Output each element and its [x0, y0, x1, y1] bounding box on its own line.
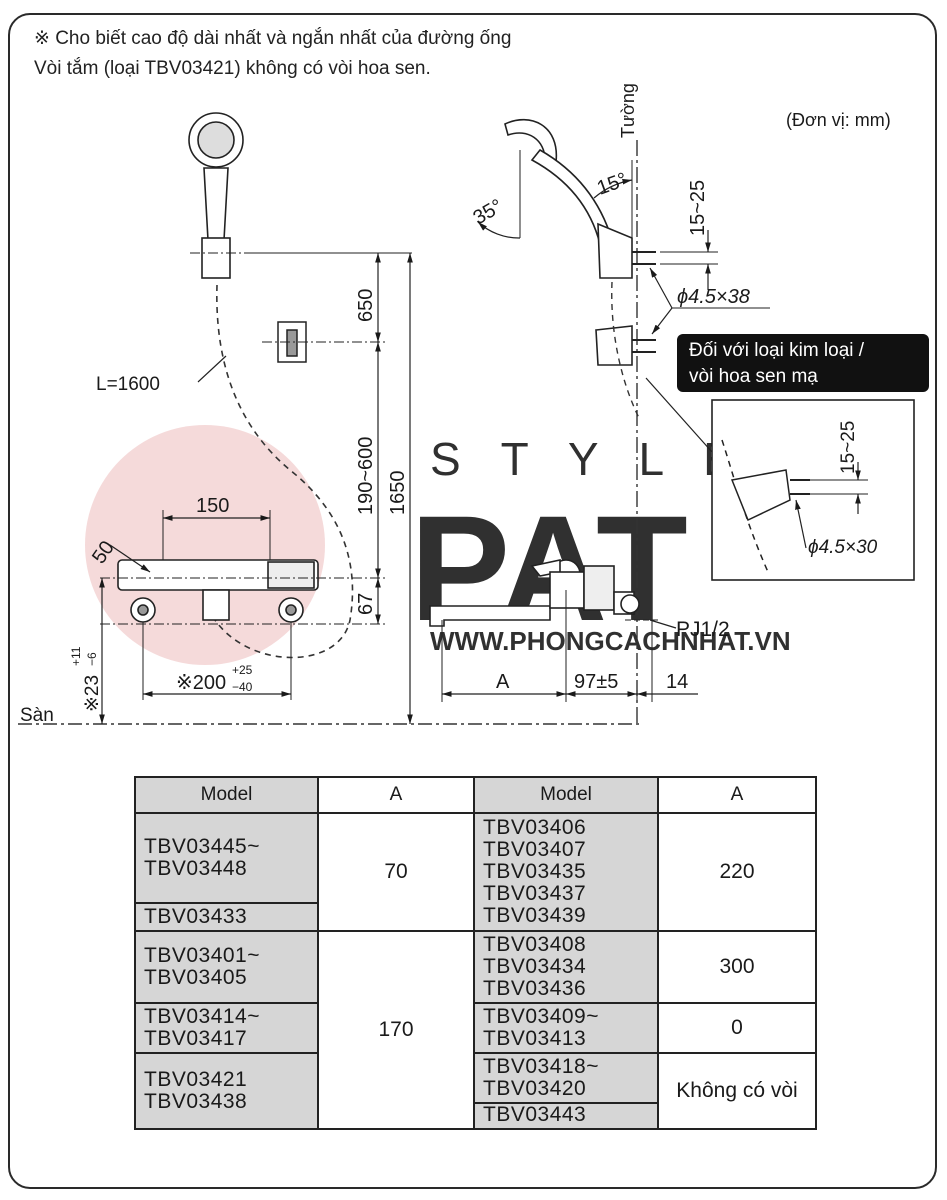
model-name: TBV03443 — [475, 1102, 657, 1126]
dim-A: A — [496, 671, 510, 693]
model-name: TBV03436 — [483, 977, 587, 1000]
inset-dim-15-25: 15~25 — [838, 421, 859, 474]
model-cell: TBV03409~ TBV03413 — [473, 1002, 659, 1054]
dim-1650: 1650 — [387, 471, 409, 516]
value-cell: Không có vòi — [657, 1052, 817, 1130]
model-name: TBV03439 — [483, 904, 587, 927]
dim-200-tol-top: +25 — [232, 663, 253, 677]
model-name: TBV03406 — [483, 816, 587, 839]
model-name: TBV03437 — [483, 882, 587, 905]
dim-200: ※200 — [176, 672, 226, 694]
screw-38: ϕ4.5×38 — [677, 286, 750, 308]
model-name: TBV03445~ — [144, 835, 261, 858]
header-model-right: Model — [473, 776, 659, 814]
dim-14: 14 — [666, 671, 688, 693]
wall-label: Tường — [618, 83, 638, 138]
dim-200-tol-bot: −40 — [232, 680, 253, 694]
value-cell: 170 — [317, 930, 475, 1130]
header-a-right: A — [657, 776, 817, 814]
table-row: TBV03433 — [134, 902, 816, 932]
table-header-row: Model A Model A — [134, 776, 817, 814]
hose-length-label: L=1600 — [96, 374, 160, 395]
dim-650: 650 — [355, 289, 377, 322]
thread-label: PJ1/2 — [676, 618, 730, 641]
watermark-style: S T Y L E — [430, 433, 748, 485]
model-name: TBV03434 — [483, 955, 587, 978]
model-cell: TBV03433 — [134, 902, 319, 932]
model-cell: TBV03414~ TBV03417 — [134, 1002, 319, 1054]
model-cell: TBV03406 TBV03407 TBV03435 TBV03437 TBV0… — [473, 812, 659, 932]
angle-15: 15° — [594, 169, 630, 200]
technical-drawing: S T Y L E PAT WWW.PHONGCACHNHAT.VN Sàn L… — [18, 83, 915, 726]
angle-35: 35° — [470, 195, 507, 229]
model-cell: TBV03418~ TBV03420 TBV03443 — [473, 1052, 659, 1130]
model-cell: TBV03408 TBV03434 TBV03436 — [473, 930, 659, 1004]
model-name: TBV03420 — [483, 1077, 587, 1100]
model-name: TBV03421 — [144, 1068, 248, 1091]
header-a-left: A — [317, 776, 475, 814]
note-line-2: Vòi tắm (loại TBV03421) không có vòi hoa… — [34, 58, 431, 79]
callout-metal-type: Đối với loại kim loại / vòi hoa sen mạ — [677, 334, 929, 392]
dim-23-tol-top: +11 — [69, 646, 83, 666]
drawing-frame — [8, 13, 937, 1189]
value-cell: 0 — [657, 1002, 817, 1054]
dim-23: ※23 — [82, 675, 103, 712]
mixer-front — [100, 559, 386, 625]
watermark-url: WWW.PHONGCACHNHAT.VN — [430, 626, 791, 656]
model-cell: TBV03421 TBV03438 — [134, 1052, 319, 1130]
model-name: TBV03407 — [483, 838, 587, 861]
value-cell: 220 — [657, 812, 817, 932]
value-cell: 70 — [317, 812, 475, 932]
model-name: TBV03417 — [144, 1027, 248, 1050]
table-row: TBV03414~ TBV03417 TBV03409~ TBV03413 0 — [134, 1002, 817, 1054]
model-name: TBV03409~ — [483, 1005, 600, 1028]
unit-label: (Đơn vị: mm) — [786, 110, 891, 130]
model-cell: TBV03445~ TBV03448 — [134, 812, 319, 904]
model-name: TBV03414~ — [144, 1005, 261, 1028]
screw-30: ϕ4.5×30 — [808, 537, 878, 558]
note-line-1: ※ Cho biết cao độ dài nhất và ngắn nhất … — [34, 28, 512, 49]
model-name: TBV03413 — [483, 1027, 587, 1050]
dim-23-tol-bot: −6 — [85, 652, 99, 666]
value-cell: 300 — [657, 930, 817, 1004]
shower-head-side — [504, 118, 656, 366]
model-name: TBV03448 — [144, 857, 248, 880]
dim-190-600: 190~600 — [355, 437, 377, 515]
callout-line-2: vòi hoa sen mạ — [689, 366, 818, 387]
shower-head-front — [188, 112, 244, 279]
model-name: TBV03435 — [483, 860, 587, 883]
model-name: TBV03438 — [144, 1090, 248, 1113]
floor-label: Sàn — [20, 705, 54, 726]
model-name: TBV03418~ — [483, 1055, 600, 1078]
model-name: TBV03401~ — [144, 944, 261, 967]
model-cell: TBV03401~ TBV03405 — [134, 930, 319, 1004]
watermark: S T Y L E PAT WWW.PHONGCACHNHAT.VN — [85, 425, 791, 665]
model-name: TBV03408 — [483, 933, 587, 956]
model-table: Model A Model A TBV03445~ TBV03448 70 TB… — [134, 776, 817, 1130]
table-row: TBV03421 TBV03438 TBV03418~ TBV03420 TBV… — [134, 1052, 817, 1130]
model-name: TBV03405 — [144, 966, 248, 989]
table-row: TBV03401~ TBV03405 170 TBV03408 TBV03434… — [134, 930, 817, 1130]
hanger-lower — [262, 321, 386, 363]
dim-67: 67 — [355, 593, 377, 615]
header-model-left: Model — [134, 776, 319, 814]
dim-15-25: 15~25 — [687, 180, 709, 236]
callout-line-1: Đối với loại kim loại / — [689, 340, 865, 361]
dim-97: 97±5 — [574, 671, 618, 693]
faucet-side — [429, 559, 660, 627]
dim-150: 150 — [196, 495, 229, 517]
